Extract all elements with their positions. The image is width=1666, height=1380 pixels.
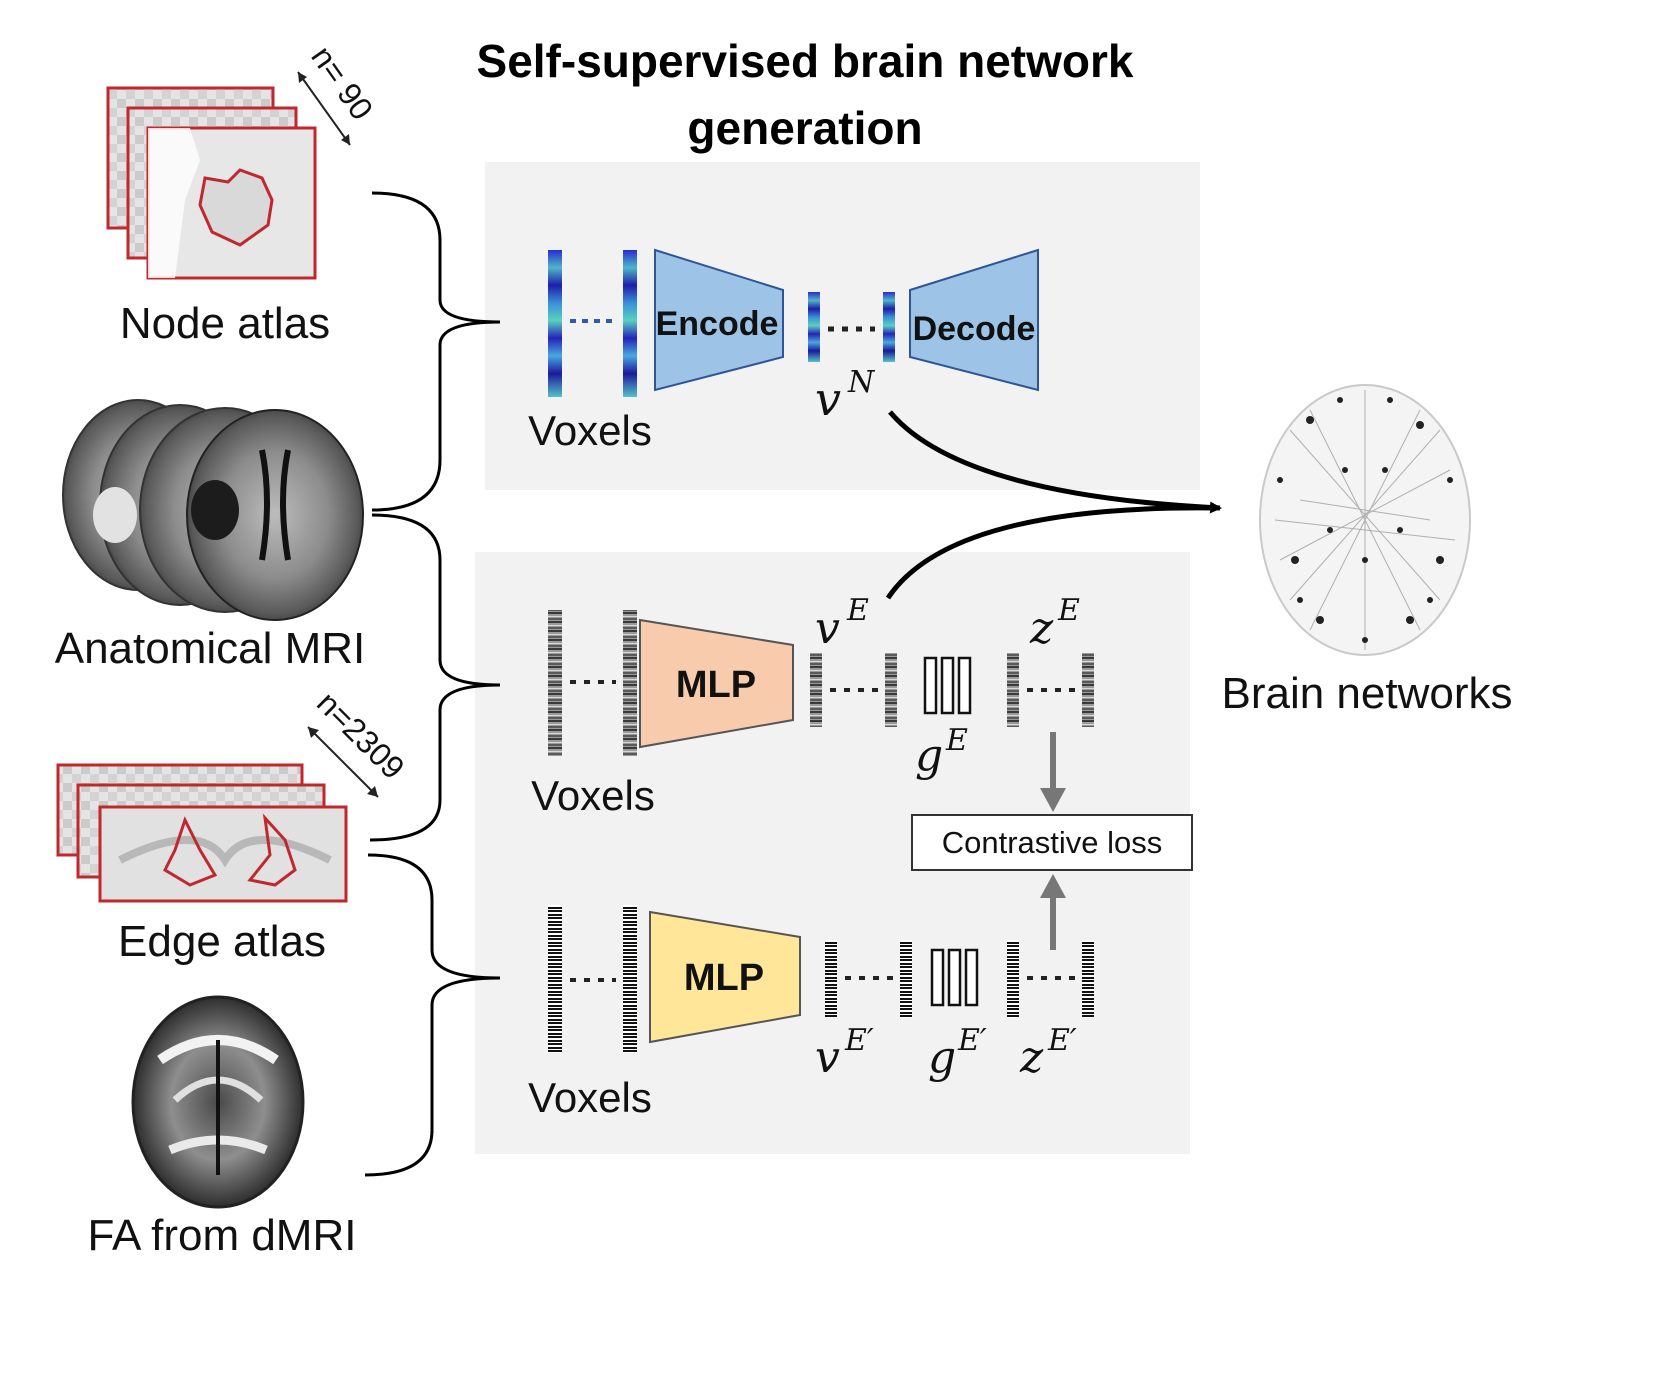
edge-to-network-arrow — [885, 505, 1216, 600]
aug-z-symbol: z — [1019, 1032, 1044, 1083]
decoder-label: Decode — [913, 310, 1036, 348]
node-atlas-image — [106, 86, 317, 280]
edge-voxels-label: Voxels — [531, 772, 655, 819]
edge-v-superscript: E — [846, 593, 869, 628]
brace-edge — [369, 513, 501, 842]
edge-projection-vectors — [1007, 653, 1094, 727]
node-count-arrow — [297, 71, 351, 146]
edge-mlp-label: MLP — [676, 664, 756, 706]
contrastive-loss-label: Contrastive loss — [942, 825, 1163, 860]
anatomical-mri-image — [62, 399, 364, 621]
edge-v-symbol: v — [815, 603, 840, 654]
aug-g-superscript: E′ — [957, 1023, 987, 1058]
edge-mlp-block — [639, 618, 794, 749]
brain-networks-label: Brain networks — [1221, 669, 1512, 718]
edge-atlas-image — [56, 763, 348, 903]
contrastive-loss-box — [911, 814, 1193, 871]
loss-arrow-bottom — [1040, 874, 1066, 950]
edge-count-arrow — [307, 726, 379, 798]
decoder-block — [909, 248, 1039, 392]
fa-image — [131, 995, 305, 1209]
encoder-block — [654, 248, 784, 392]
diagram-title: Self-supervised brain network — [477, 35, 1134, 87]
diagram-title-line2: generation — [687, 102, 922, 154]
encoder-label: Encode — [656, 305, 779, 343]
aug-projection-vectors — [1007, 940, 1094, 1018]
node-panel — [485, 162, 1200, 490]
node-voxels-label: Voxels — [528, 407, 652, 454]
aug-z-superscript: E′ — [1047, 1023, 1077, 1058]
edge-g-superscript: E — [945, 723, 968, 758]
node-atlas-label: Node atlas — [120, 299, 330, 348]
node-count-label: n= 90 — [304, 39, 380, 126]
edge-atlas-label: Edge atlas — [118, 917, 326, 966]
anatomical-mri-label: Anatomical MRI — [55, 624, 366, 673]
edge-projection-block — [923, 656, 972, 715]
edge-g-symbol: g — [915, 730, 943, 781]
node-to-network-arrow — [888, 410, 1222, 514]
edge-count-label: n=2309 — [310, 684, 412, 786]
edge-z-superscript: E — [1057, 593, 1080, 628]
loss-arrow-top — [1040, 732, 1066, 812]
aug-mlp-label: MLP — [684, 957, 764, 999]
node-embedding-superscript: N — [847, 365, 876, 400]
aug-voxel-vectors — [548, 905, 637, 1053]
aug-voxels-label: Voxels — [528, 1074, 652, 1121]
node-voxel-vectors — [548, 250, 637, 397]
node-embedding-vectors — [808, 292, 895, 362]
aug-mlp-block — [649, 910, 801, 1044]
aug-g-symbol: g — [928, 1032, 956, 1083]
edge-embedding-vectors — [810, 653, 897, 727]
aug-embedding-vectors — [825, 940, 912, 1018]
edge-z-symbol: z — [1029, 603, 1054, 654]
brace-node — [371, 191, 501, 512]
brace-aug — [364, 853, 501, 1177]
aug-projection-block — [930, 948, 979, 1007]
edge-voxel-vectors — [548, 610, 637, 756]
brain-network-image — [1259, 384, 1471, 656]
node-embedding-symbol: v — [815, 372, 841, 426]
aug-v-symbol: v — [815, 1032, 840, 1083]
fa-dmri-label: FA from dMRI — [88, 1211, 357, 1260]
aug-v-superscript: E′ — [844, 1023, 874, 1058]
